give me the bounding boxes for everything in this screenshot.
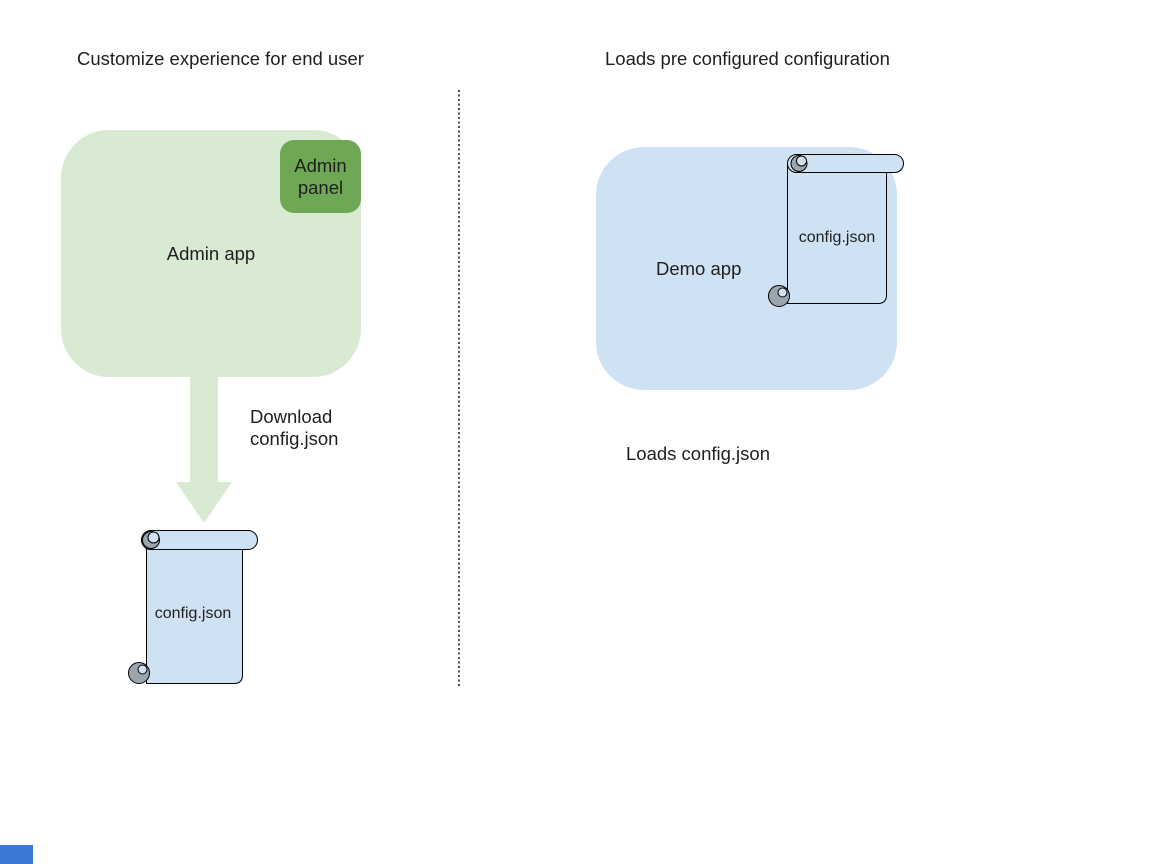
section-divider bbox=[458, 90, 460, 688]
config-json-scroll-right: config.json bbox=[768, 154, 904, 307]
admin-app-box: Admin app Admin panel bbox=[61, 130, 361, 377]
left-section-title: Customize experience for end user bbox=[77, 48, 364, 69]
demo-app-label: Demo app bbox=[656, 258, 742, 279]
down-arrow-icon bbox=[176, 376, 232, 523]
config-json-label-right: config.json bbox=[799, 229, 876, 246]
corner-blue-rectangle bbox=[0, 845, 33, 864]
config-json-scroll-left: config.json bbox=[128, 530, 258, 684]
loads-config-caption: Loads config.json bbox=[626, 443, 770, 464]
scroll-document-icon bbox=[768, 154, 904, 307]
config-json-label-left: config.json bbox=[155, 605, 232, 622]
admin-panel-badge: Admin panel bbox=[280, 140, 361, 213]
download-config-label: Download config.json bbox=[250, 406, 339, 449]
scroll-document-icon bbox=[128, 530, 258, 684]
admin-app-label: Admin app bbox=[166, 242, 256, 264]
right-section-title: Loads pre configured configuration bbox=[605, 48, 890, 69]
